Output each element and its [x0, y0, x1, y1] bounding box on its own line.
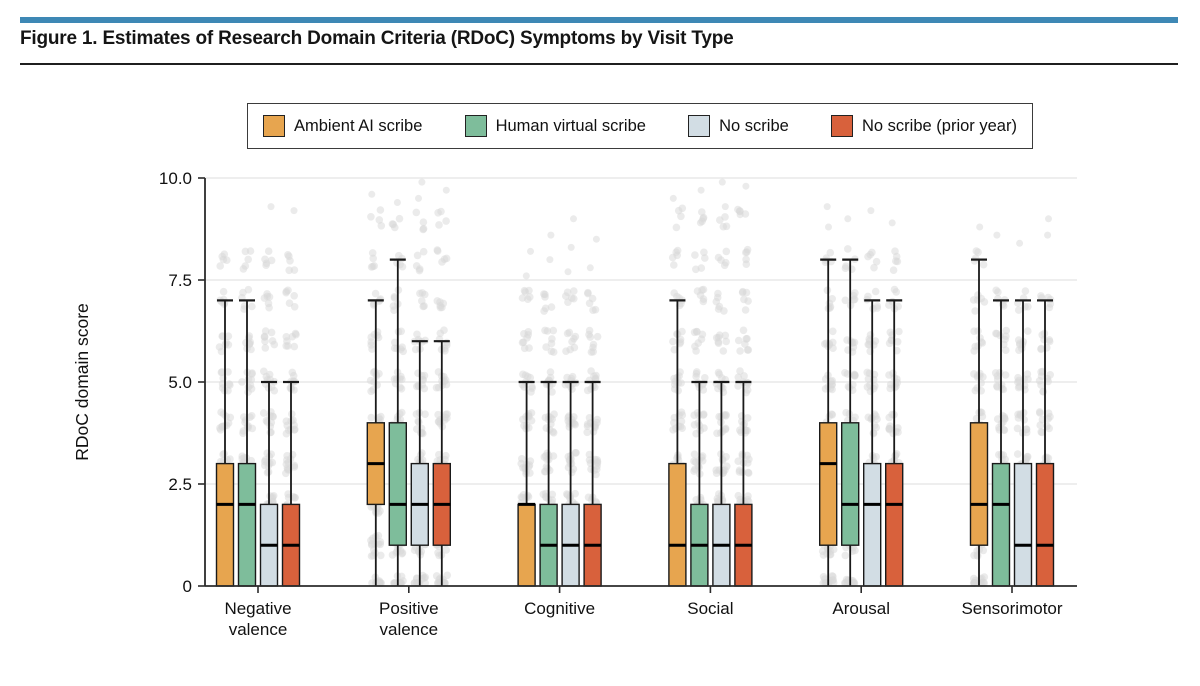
iqr-box	[388, 422, 407, 546]
box-no-scribe-prior-year-arousal	[885, 299, 904, 587]
iqr-box	[969, 422, 989, 546]
iqr-box	[1035, 462, 1055, 587]
box-ambient-ai-scribe-positive-valence	[366, 299, 385, 586]
box-no-scribe-prior-year-positive-valence	[432, 340, 451, 586]
box-no-scribe-social	[712, 380, 731, 587]
category-label-arousal: Arousal	[832, 599, 890, 618]
iqr-box	[991, 462, 1011, 587]
box-human-virtual-scribe-positive-valence	[388, 258, 407, 586]
y-tick-label: 5.0	[168, 373, 192, 392]
iqr-box	[885, 462, 904, 587]
y-tick-label: 0	[183, 577, 192, 596]
box-no-scribe-positive-valence	[410, 340, 429, 586]
legend-item-ambient-ai-scribe: Ambient AI scribe	[263, 115, 422, 137]
legend-swatch-human-virtual-scribe	[464, 115, 487, 137]
box-ambient-ai-scribe-arousal	[819, 258, 838, 586]
box-no-scribe-prior-year-sensorimotor	[1035, 299, 1055, 587]
legend: Ambient AI scribe Human virtual scribe N…	[247, 103, 1033, 149]
legend-label-no-scribe-prior-year: No scribe (prior year)	[862, 116, 1017, 135]
y-tick-label: 10.0	[159, 169, 192, 188]
legend-swatch-no-scribe-prior-year	[831, 115, 853, 137]
accent-bar	[20, 17, 1178, 23]
iqr-box	[819, 422, 838, 546]
iqr-box	[668, 462, 687, 587]
legend-item-no-scribe-prior-year: No scribe (prior year)	[831, 115, 1017, 137]
iqr-box	[517, 503, 536, 587]
category-label-cognitive: Cognitive	[524, 599, 595, 618]
legend-item-human-virtual-scribe: Human virtual scribe	[464, 115, 646, 137]
box-human-virtual-scribe-social	[690, 380, 709, 587]
box-no-scribe-prior-year-negative-valence	[281, 380, 301, 587]
y-tick-label: 2.5	[168, 475, 192, 494]
box-ambient-ai-scribe-cognitive	[517, 380, 536, 587]
legend-item-no-scribe: No scribe	[688, 115, 789, 137]
box-no-scribe-sensorimotor	[1013, 299, 1033, 587]
y-tick-label: 7.5	[168, 271, 192, 290]
y-axis-title: RDoC domain score	[72, 303, 92, 461]
category-label-social: Social	[687, 599, 733, 618]
box-ambient-ai-scribe-social	[668, 299, 687, 587]
box-no-scribe-arousal	[863, 299, 882, 587]
box-no-scribe-cognitive	[561, 380, 580, 587]
scatter-column-social-no-scribe-prior-year	[734, 182, 753, 587]
legend-swatch-ambient-ai-scribe	[263, 115, 285, 137]
box-human-virtual-scribe-cognitive	[539, 380, 558, 587]
box-human-virtual-scribe-negative-valence	[237, 299, 257, 587]
iqr-box	[1013, 462, 1033, 587]
box-human-virtual-scribe-arousal	[841, 258, 860, 586]
figure-title: Figure 1. Estimates of Research Domain C…	[20, 28, 734, 49]
iqr-box	[215, 462, 235, 587]
legend-swatch-no-scribe	[688, 115, 711, 137]
title-divider	[20, 63, 1178, 65]
iqr-box	[863, 462, 882, 587]
legend-label-ambient-ai-scribe: Ambient AI scribe	[294, 116, 423, 135]
box-ambient-ai-scribe-sensorimotor	[969, 258, 989, 586]
category-label-sensorimotor: Sensorimotor	[961, 599, 1062, 618]
iqr-box	[237, 462, 257, 587]
legend-label-human-virtual-scribe: Human virtual scribe	[495, 116, 646, 135]
iqr-box	[841, 422, 860, 546]
legend-label-no-scribe: No scribe	[719, 116, 789, 135]
box-no-scribe-negative-valence	[259, 380, 279, 587]
